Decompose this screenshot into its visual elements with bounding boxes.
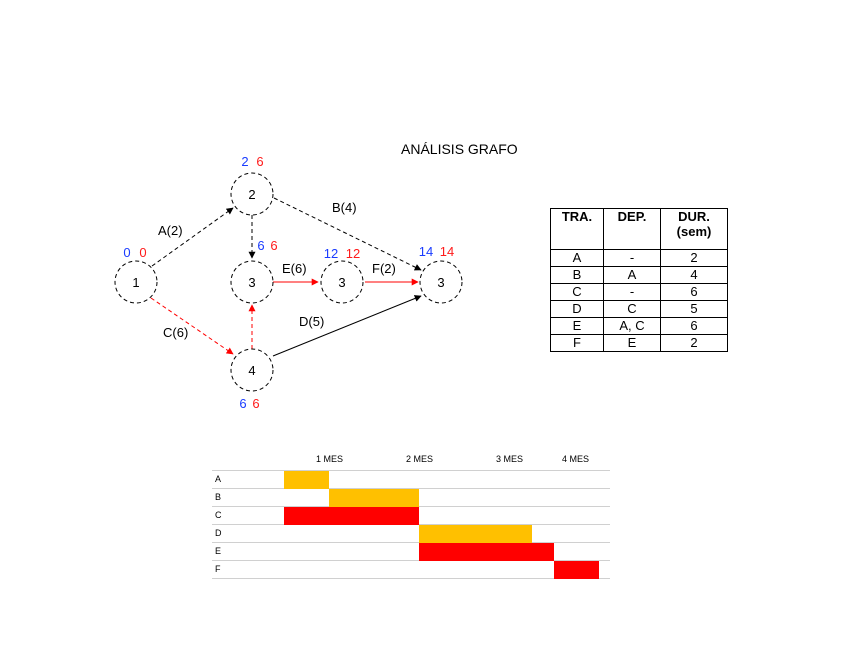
node-3a: 3 6 6 (230, 238, 278, 304)
edge-b (273, 197, 422, 271)
diagram-title: ANÁLISIS GRAFO (401, 141, 518, 157)
gantt-gridline (212, 560, 610, 561)
edge-f-label: F(2) (372, 261, 396, 276)
node-3c: 3 14 14 (419, 244, 463, 304)
node-3b-label: 3 (338, 275, 345, 290)
dependency-cell: C (603, 300, 661, 318)
edge-a (151, 207, 234, 267)
node-3c-early-time: 14 (419, 244, 433, 259)
duration-cell: 6 (660, 317, 728, 335)
node-3b: 3 12 12 (320, 246, 364, 304)
header-task: TRA. (550, 208, 604, 250)
gantt-gridline (212, 542, 610, 543)
extra-cell (727, 317, 732, 335)
node-3a-late-time: 6 (270, 238, 277, 253)
task-cell: D (550, 300, 604, 318)
node-1: 1 0 0 (114, 245, 158, 304)
duration-cell: 6 (660, 283, 728, 301)
gantt-task-label: E (215, 546, 222, 556)
gantt-gridline (212, 578, 610, 579)
edge-a-label: A(2) (158, 223, 183, 238)
gantt-bar (419, 543, 554, 561)
duration-cell: 2 (660, 334, 728, 352)
dependency-cell: A (603, 266, 661, 284)
extra-cell (727, 249, 732, 267)
gantt-task-label: F (215, 564, 221, 574)
node-3c-label: 3 (437, 275, 444, 290)
edge-e-label: E(6) (282, 261, 307, 276)
gantt-bar (554, 561, 599, 579)
extra-cell (727, 300, 732, 318)
gantt-bar (419, 525, 532, 543)
dependency-cell: A, C (603, 317, 661, 335)
gantt-gridline (212, 488, 610, 489)
gantt-month-label: 3 MES (496, 454, 524, 464)
node-3a-early-time: 6 (257, 238, 264, 253)
task-cell: E (550, 317, 604, 335)
task-cell: A (550, 249, 604, 267)
edge-d (272, 295, 422, 357)
node-3c-late-time: 14 (440, 244, 454, 259)
node-2-label: 2 (248, 187, 255, 202)
node-1-label: 1 (132, 275, 139, 290)
header-duration: DUR. (sem) (660, 208, 728, 250)
edge-c-label: C(6) (163, 325, 188, 340)
gantt-month-label: 2 MES (406, 454, 434, 464)
node-4-early-time: 6 (239, 396, 246, 411)
extra-cell (727, 266, 732, 284)
node-2: 2 2 6 (230, 154, 274, 216)
table-row: C-6 (550, 283, 732, 301)
edge-b-label: B(4) (332, 200, 357, 215)
node-4-late-time: 6 (252, 396, 259, 411)
node-2-early-time: 2 (241, 154, 248, 169)
duration-cell: 5 (660, 300, 728, 318)
node-4-label: 4 (248, 363, 255, 378)
gantt-task-label: B (215, 492, 222, 502)
edge-c (150, 297, 234, 355)
dependency-cell: - (603, 283, 661, 301)
gantt-task-label: C (215, 510, 222, 520)
node-3a-label: 3 (248, 275, 255, 290)
gantt-month-label: 1 MES (316, 454, 344, 464)
header-extra (727, 208, 732, 250)
dependency-cell: E (603, 334, 661, 352)
gantt-task-label: A (215, 474, 222, 484)
task-cell: B (550, 266, 604, 284)
edge-d-label: D(5) (299, 314, 324, 329)
table-row: A-2 (550, 249, 732, 267)
node-4: 4 6 6 (230, 348, 274, 411)
duration-cell: 4 (660, 266, 728, 284)
gantt-bar (284, 471, 329, 489)
gantt-task-label: D (215, 528, 222, 538)
task-table-header: TRA. DEP. DUR. (sem) (550, 208, 732, 250)
node-1-early-time: 0 (123, 245, 130, 260)
dependency-cell: - (603, 249, 661, 267)
node-3b-early-time: 12 (324, 246, 338, 261)
extra-cell (727, 334, 732, 352)
gantt-bar (329, 489, 419, 507)
node-3b-late-time: 12 (346, 246, 360, 261)
task-cell: C (550, 283, 604, 301)
gantt-month-label: 4 MES (562, 454, 590, 464)
task-cell: F (550, 334, 604, 352)
gantt-bar (284, 507, 419, 525)
gantt-gridline (212, 470, 610, 471)
extra-cell (727, 283, 732, 301)
duration-cell: 2 (660, 249, 728, 267)
node-2-late-time: 6 (256, 154, 263, 169)
header-dependency: DEP. (603, 208, 661, 250)
node-1-late-time: 0 (139, 245, 146, 260)
